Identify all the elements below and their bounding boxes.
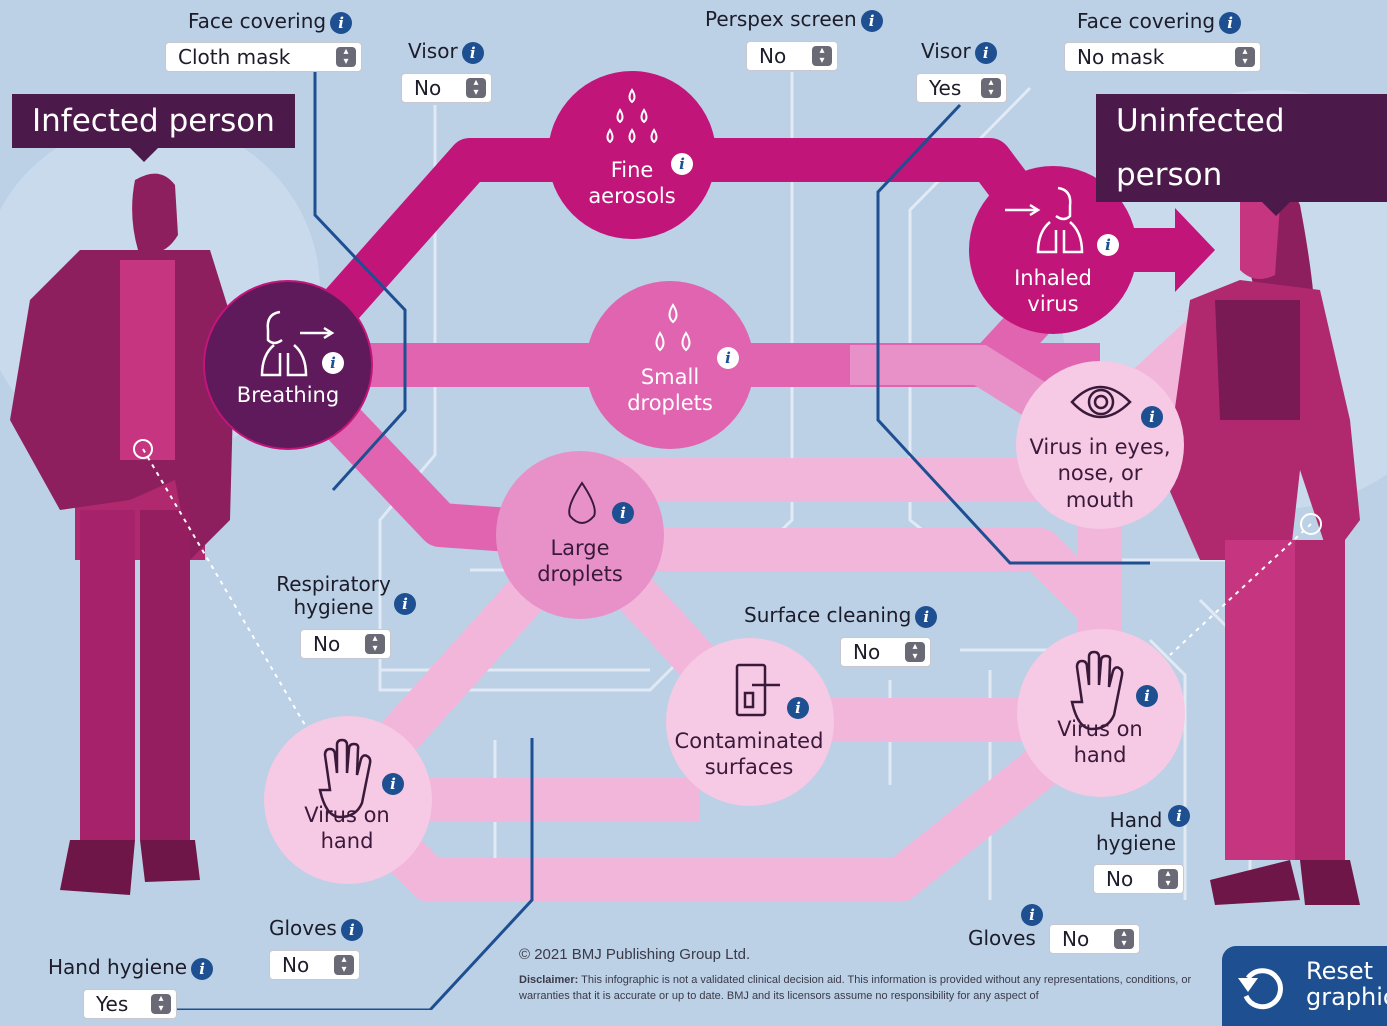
reset-arrow-icon (1238, 968, 1283, 1010)
info-icon[interactable]: i (860, 9, 883, 32)
droplet-icon (568, 481, 596, 524)
select-chevron-icon: ▴▾ (365, 634, 385, 654)
uninfected-hand-marker (1300, 513, 1322, 535)
select-chevron-icon: ▴▾ (334, 955, 354, 975)
visor-left-select[interactable]: No▴▾ (401, 73, 492, 103)
eyes-nose-mouth-info-icon[interactable]: i (1141, 406, 1163, 428)
visor-right-select[interactable]: Yes▴▾ (916, 73, 1007, 103)
small-droplets-node[interactable] (586, 281, 754, 449)
info-icon[interactable]: i (915, 605, 938, 628)
respiratory-hygiene-info-icon[interactable]: i (394, 593, 416, 615)
reset-graphic-button[interactable]: Resetgraphic (1222, 946, 1387, 1026)
fine-aerosols-node[interactable] (548, 71, 716, 239)
disclaimer-body: This infographic is not a validated clin… (519, 974, 1192, 1002)
info-icon[interactable]: i (461, 41, 484, 64)
lungs-exhale-icon (260, 310, 335, 377)
gloves-right-info-icon[interactable]: i (1021, 904, 1043, 926)
virus-on-hand-right-info-icon[interactable]: i (1136, 685, 1158, 707)
droplets-two-rows-icon (655, 303, 691, 352)
infected-person-figure (10, 173, 235, 895)
infected-hand-marker (133, 439, 153, 459)
disclaimer-text: Disclaimer: This infographic is not a va… (519, 972, 1209, 1004)
inhaled-virus-info-icon[interactable]: i (1097, 234, 1119, 256)
uninfected-person-title: Uninfected person (1096, 94, 1387, 216)
eye-icon (1070, 385, 1132, 419)
select-chevron-icon: ▴▾ (336, 47, 356, 67)
select-chevron-icon: ▴▾ (1158, 869, 1178, 889)
hand-icon (318, 738, 372, 819)
virus-on-hand-left-node[interactable] (264, 716, 432, 884)
hand-hygiene-right-info-icon[interactable]: i (1168, 805, 1190, 827)
info-icon[interactable]: i (340, 918, 363, 941)
surface-cleaning-select[interactable]: No▴▾ (840, 637, 931, 667)
door-handle-icon (735, 663, 780, 717)
hand-hygiene-right-select[interactable]: No▴▾ (1093, 864, 1184, 894)
infected-person-title: Infected person (12, 94, 295, 162)
copyright-text: © 2021 BMJ Publishing Group Ltd. (519, 946, 751, 963)
select-chevron-icon: ▴▾ (905, 642, 925, 662)
uninfected-person-figure (1165, 178, 1360, 905)
hand-icon (1070, 650, 1124, 731)
breathing-label: Breathing (236, 383, 340, 407)
lungs-inhale-icon (1005, 186, 1084, 254)
small-droplets-info-icon[interactable]: i (717, 347, 739, 369)
info-icon[interactable]: i (330, 11, 353, 34)
info-icon[interactable]: i (191, 957, 214, 980)
large-droplets-node[interactable] (496, 451, 664, 619)
hand-hygiene-left-select[interactable]: Yes▴▾ (83, 989, 177, 1019)
virus-on-hand-right-node[interactable] (1017, 629, 1185, 797)
select-chevron-icon: ▴▾ (1235, 47, 1255, 67)
info-icon[interactable]: i (1219, 11, 1242, 34)
droplets-three-rows-icon (606, 88, 658, 144)
intervention-lines (170, 72, 1150, 1010)
breathing-info-icon[interactable]: i (322, 352, 344, 374)
reset-label: Resetgraphic (1306, 957, 1387, 1011)
large-droplets-info-icon[interactable]: i (612, 502, 634, 524)
face-covering-right-select[interactable]: No mask▴▾ (1064, 42, 1261, 72)
inhaled-to-person-arrow (1120, 208, 1215, 292)
gloves-left-select[interactable]: No▴▾ (269, 950, 360, 980)
virus-on-hand-left-info-icon[interactable]: i (382, 773, 404, 795)
gloves-right-label: Gloves (968, 926, 1036, 950)
select-chevron-icon: ▴▾ (812, 46, 832, 66)
respiratory-hygiene-select[interactable]: No▴▾ (300, 629, 391, 659)
contaminated-surfaces-node[interactable] (666, 638, 834, 806)
inhaled-virus-node[interactable] (969, 166, 1137, 334)
eyes-nose-mouth-node[interactable] (1016, 361, 1184, 529)
select-chevron-icon: ▴▾ (151, 994, 171, 1014)
select-chevron-icon: ▴▾ (466, 78, 486, 98)
gloves-right-select[interactable]: No▴▾ (1049, 924, 1140, 954)
fine-aerosols-info-icon[interactable]: i (671, 153, 693, 175)
contaminated-surfaces-info-icon[interactable]: i (787, 697, 809, 719)
info-icon[interactable]: i (974, 41, 997, 64)
face-covering-left-select[interactable]: Cloth mask▴▾ (165, 42, 362, 72)
select-chevron-icon: ▴▾ (1114, 929, 1134, 949)
perspex-screen-select[interactable]: No▴▾ (746, 41, 838, 71)
select-chevron-icon: ▴▾ (981, 78, 1001, 98)
disclaimer-label: Disclaimer: (519, 974, 579, 986)
